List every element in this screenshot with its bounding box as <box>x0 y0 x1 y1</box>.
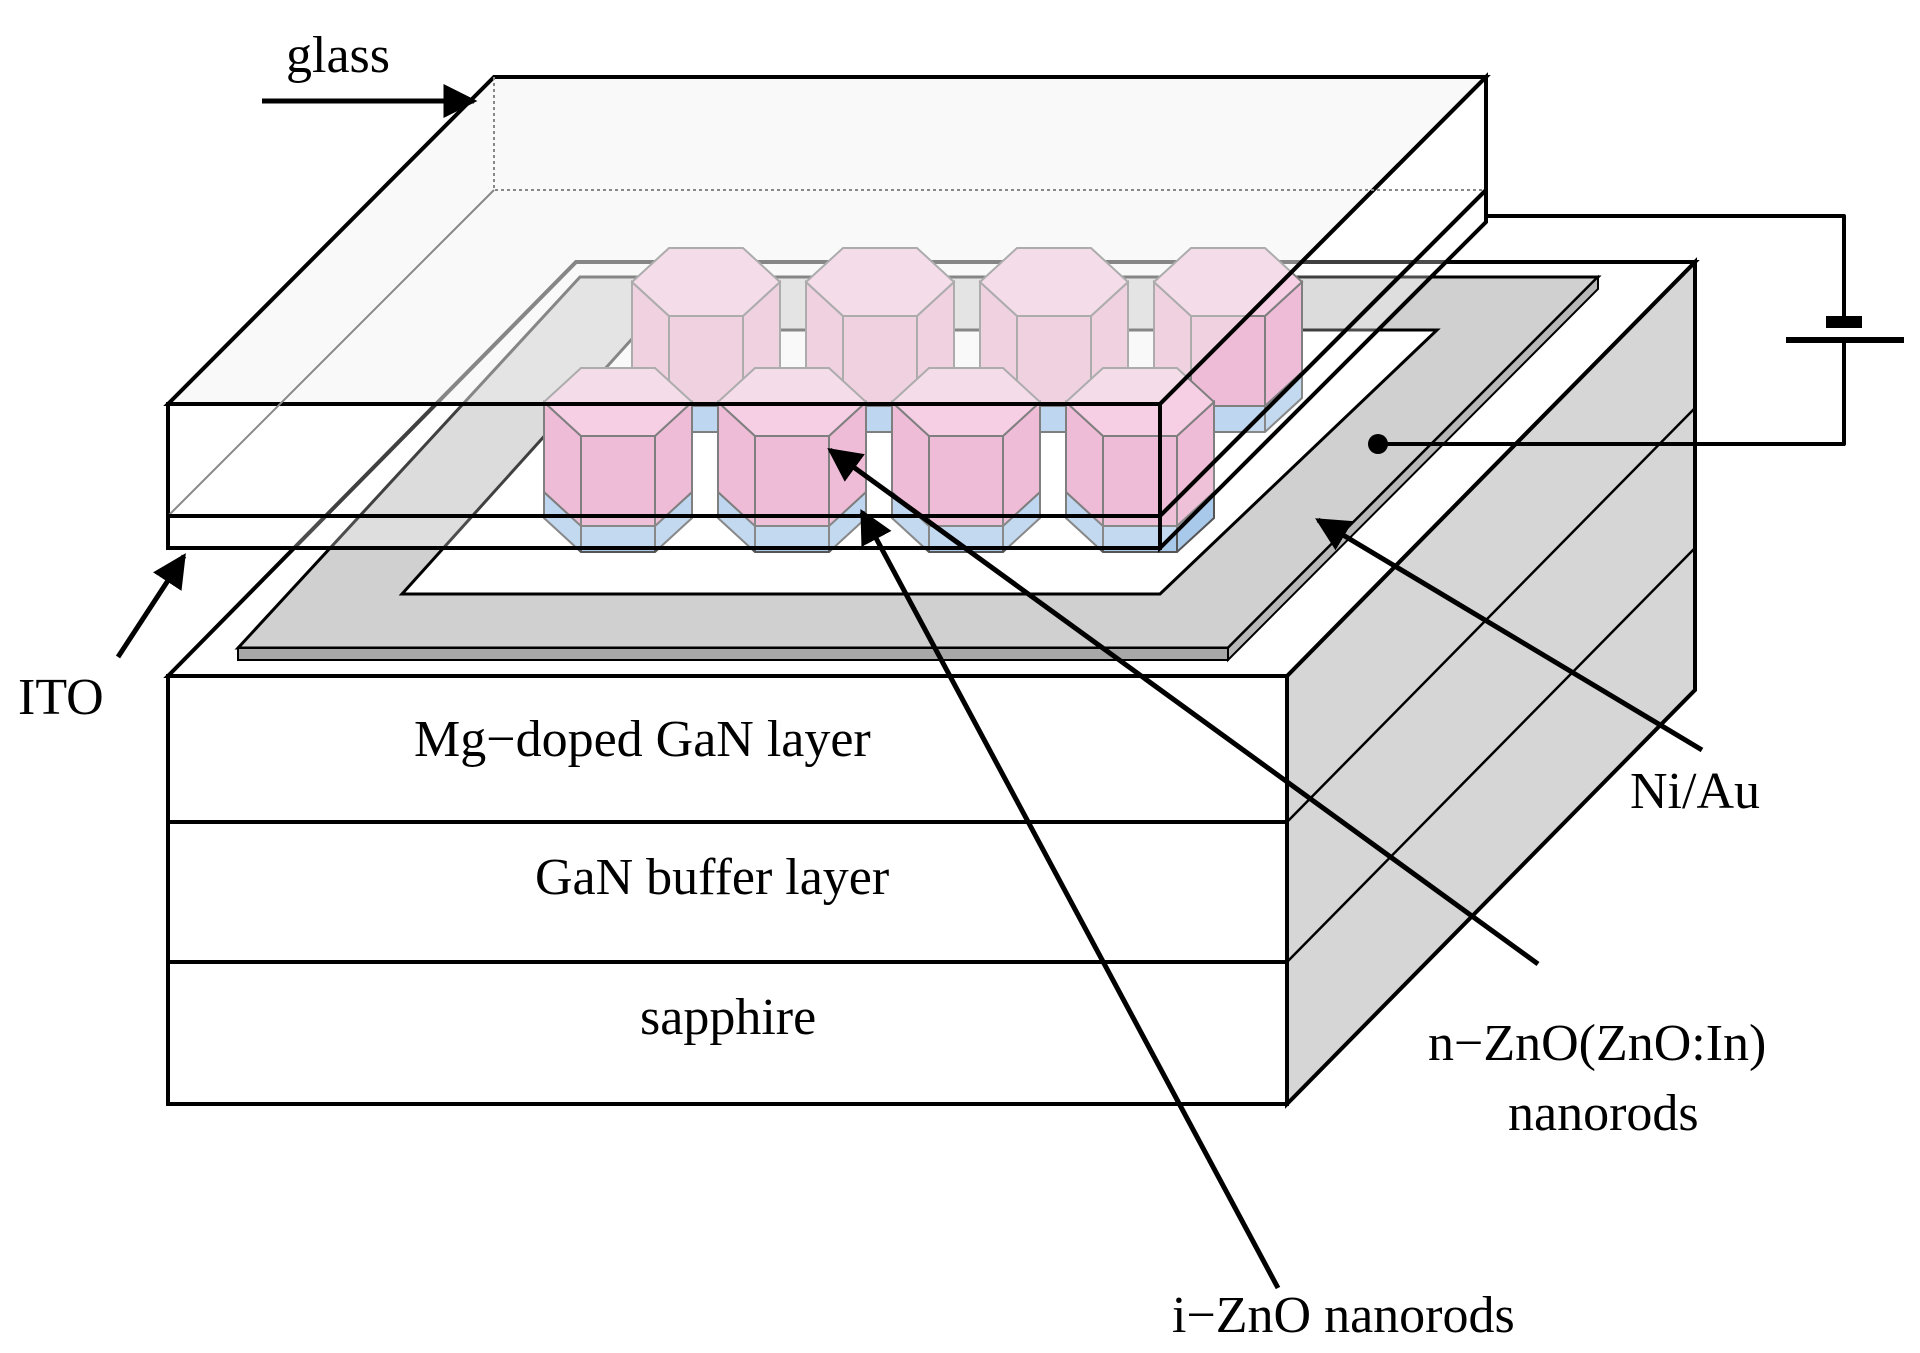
sapphire-label: sapphire <box>640 989 816 1046</box>
ito-layer <box>166 185 1488 553</box>
n-zno-label-line1: n−ZnO(ZnO:In) <box>1428 1015 1766 1072</box>
gan-buffer-layer <box>166 820 1289 964</box>
contact-dot <box>1368 434 1388 454</box>
glass-label: glass <box>286 27 390 84</box>
ni-au-label: Ni/Au <box>1630 763 1760 820</box>
battery-circuit <box>1368 214 1904 454</box>
ni-au-arrow <box>1315 517 1704 753</box>
substrate-front-face <box>166 674 1289 1106</box>
i-zno-label: i−ZnO nanorods <box>1172 1287 1515 1344</box>
mg-doped-gan-layer <box>166 674 1289 824</box>
ito-label: ITO <box>18 669 104 726</box>
mg-doped-gan-label: Mg−doped GaN layer <box>414 711 871 768</box>
gan-buffer-label: GaN buffer layer <box>535 849 889 906</box>
n-zno-arrow <box>827 447 1540 967</box>
glass-plate <box>163 72 1491 521</box>
sapphire-layer <box>166 960 1289 1106</box>
i-zno-arrow <box>859 509 1281 1290</box>
ito-arrow <box>115 553 187 659</box>
n-zno-label-line2: nanorods <box>1508 1085 1699 1142</box>
pointer-arrows <box>115 84 1704 1290</box>
